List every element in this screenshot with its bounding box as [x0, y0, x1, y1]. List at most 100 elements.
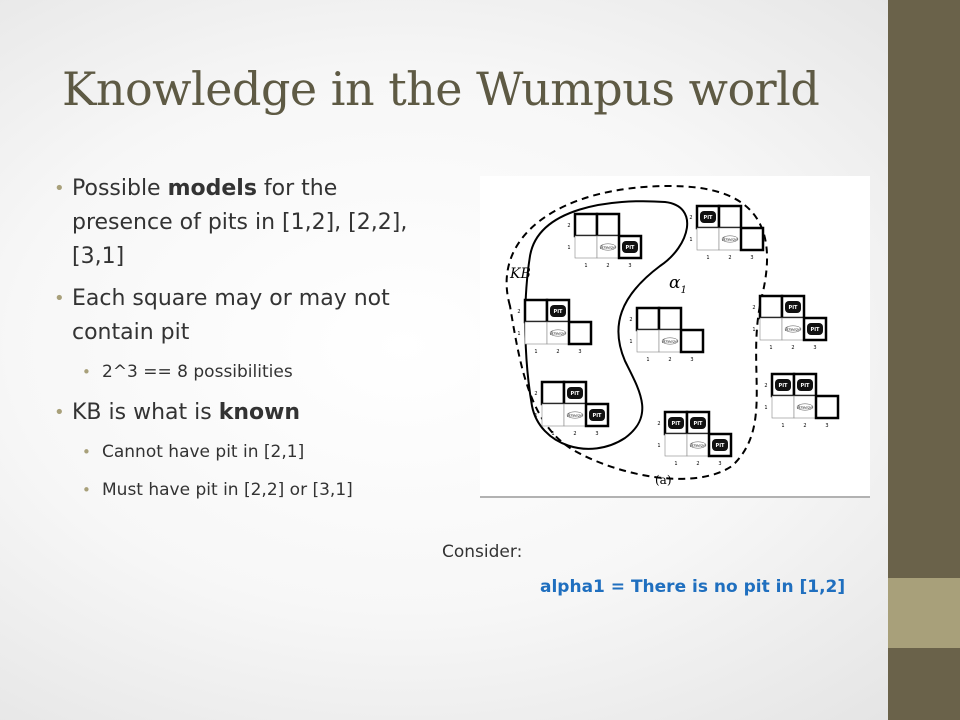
pit-label: PIT — [593, 413, 603, 419]
pit-label: PIT — [554, 309, 564, 315]
col-label: 2 — [728, 255, 731, 261]
kb-solid-boundary — [524, 200, 689, 450]
pit-marker — [775, 379, 791, 391]
row-label: 1 — [629, 339, 632, 345]
pit-label: PIT — [704, 215, 714, 221]
cell-3-1 — [814, 394, 840, 420]
col-label: 1 — [674, 461, 677, 467]
row-label: 1 — [752, 327, 755, 333]
breeze-marker — [566, 411, 584, 419]
breeze-label: Breeze — [689, 443, 706, 449]
cell-1-1 — [771, 395, 795, 419]
col-label: 3 — [813, 345, 816, 351]
alpha1-statement: alpha1 = There is no pit in [1,2] — [540, 577, 846, 597]
breeze-marker — [784, 325, 802, 333]
pit-marker — [690, 417, 706, 429]
col-label: 2 — [668, 357, 671, 363]
row-label: 1 — [657, 443, 660, 449]
pit-marker — [712, 439, 728, 451]
pit-marker — [700, 211, 716, 223]
col-label: 3 — [628, 263, 631, 269]
breeze-marker — [661, 337, 679, 345]
bullet-text: Possible — [72, 176, 168, 201]
pit-label: PIT — [626, 245, 636, 251]
col-label: 2 — [573, 431, 576, 437]
col-label: 3 — [578, 349, 581, 355]
row-label: 2 — [517, 309, 520, 315]
bullet-bold-text: known — [218, 400, 301, 425]
cell-2-2 — [657, 306, 683, 332]
pit-marker — [567, 387, 583, 399]
pit-marker — [550, 305, 566, 317]
col-label: 1 — [781, 423, 784, 429]
cell-1-1 — [759, 317, 783, 341]
breeze-label: Breeze — [721, 237, 738, 243]
breeze-marker — [599, 243, 617, 251]
subbullet-pit-22-or-31: Must have pit in [2,2] or [3,1] — [48, 476, 428, 504]
cell-3-1 — [679, 328, 705, 354]
col-label: 2 — [606, 263, 609, 269]
breeze-label: Breeze — [661, 339, 678, 345]
col-label: 1 — [551, 431, 554, 437]
col-label: 1 — [646, 357, 649, 363]
breeze-marker — [721, 235, 739, 243]
pit-label: PIT — [811, 327, 821, 333]
breeze-marker — [549, 329, 567, 337]
figure-caption: (a) — [655, 473, 672, 487]
cell-1-2 — [573, 212, 599, 238]
pit-label: PIT — [789, 305, 799, 311]
row-label: 1 — [567, 245, 570, 251]
col-label: 3 — [750, 255, 753, 261]
cell-3-1 — [567, 320, 593, 346]
cell-1-2 — [540, 380, 566, 406]
pit-label: PIT — [716, 443, 726, 449]
breeze-label: Breeze — [599, 245, 616, 251]
breeze-label: Breeze — [796, 405, 813, 411]
row-label: 1 — [517, 331, 520, 337]
subbullet-possibilities: 2^3 == 8 possibilities — [48, 358, 428, 386]
cell-2-2 — [717, 204, 743, 230]
pit-marker — [622, 241, 638, 253]
pit-marker — [785, 301, 801, 313]
col-label: 2 — [803, 423, 806, 429]
pit-marker — [797, 379, 813, 391]
alpha-label: α1 — [669, 273, 687, 296]
col-label: 3 — [718, 461, 721, 467]
sidebar-dark-block-bottom — [888, 648, 960, 720]
bullet-bold-text: models — [167, 176, 257, 201]
col-label: 1 — [534, 349, 537, 355]
cell-1-1 — [636, 329, 660, 353]
pit-label: PIT — [571, 391, 581, 397]
col-label: 2 — [791, 345, 794, 351]
cell-1-2 — [523, 298, 549, 324]
pit-marker — [589, 409, 605, 421]
col-label: 2 — [696, 461, 699, 467]
breeze-marker — [796, 403, 814, 411]
col-label: 2 — [556, 349, 559, 355]
breeze-marker — [689, 441, 707, 449]
col-label: 1 — [584, 263, 587, 269]
bullet-list: Possible models for the presence of pits… — [48, 172, 428, 514]
col-label: 3 — [595, 431, 598, 437]
row-label: 1 — [764, 405, 767, 411]
pit-marker — [807, 323, 823, 335]
pit-label: PIT — [694, 421, 704, 427]
breeze-label: Breeze — [549, 331, 566, 337]
cell-3-1 — [739, 226, 765, 252]
bullet-kb-known: KB is what is known — [48, 396, 428, 430]
breeze-label: Breeze — [784, 327, 801, 333]
row-label: 2 — [629, 317, 632, 323]
cell-1-1 — [574, 235, 598, 259]
subbullet-no-pit-21: Cannot have pit in [2,1] — [48, 438, 428, 466]
row-label: 2 — [689, 215, 692, 221]
bullet-models: Possible models for the presence of pits… — [48, 172, 428, 274]
row-label: 2 — [764, 383, 767, 389]
pit-label: PIT — [801, 383, 811, 389]
cell-2-2 — [595, 212, 621, 238]
